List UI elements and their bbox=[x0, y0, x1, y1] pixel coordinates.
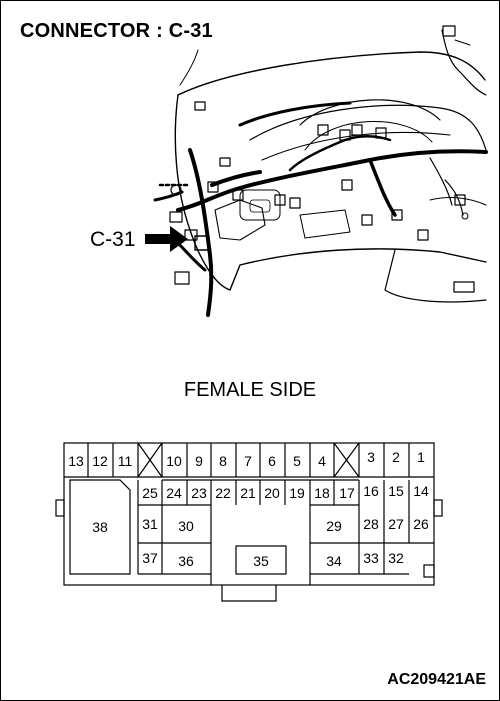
pin-4: 4 bbox=[318, 453, 326, 469]
pin-9: 9 bbox=[195, 453, 203, 469]
connector-face bbox=[55, 442, 443, 602]
female-side-label: FEMALE SIDE bbox=[183, 379, 317, 401]
pin-labels: 13 12 11 10 9 8 7 6 5 4 3 2 1 25 24 23 2… bbox=[68, 449, 429, 569]
pin-30: 30 bbox=[178, 518, 194, 534]
callout-arrow bbox=[145, 226, 188, 252]
pin-32: 32 bbox=[388, 550, 404, 566]
pin-8: 8 bbox=[219, 453, 227, 469]
pin-1: 1 bbox=[417, 449, 425, 465]
pin-33: 33 bbox=[363, 550, 379, 566]
pin-38: 38 bbox=[92, 519, 108, 535]
pin-3: 3 bbox=[367, 449, 375, 465]
figure-id: AC209421AE bbox=[387, 671, 486, 688]
pin-37: 37 bbox=[142, 550, 158, 566]
pin-26: 26 bbox=[413, 516, 429, 532]
pin-11: 11 bbox=[118, 453, 133, 469]
pin-29: 29 bbox=[326, 518, 342, 534]
pin-34: 34 bbox=[326, 553, 342, 569]
pin-2: 2 bbox=[392, 449, 400, 465]
pin-10: 10 bbox=[166, 453, 182, 469]
pin-36: 36 bbox=[178, 553, 194, 569]
pin-31: 31 bbox=[142, 516, 158, 532]
pin-5: 5 bbox=[293, 453, 301, 469]
pin-20: 20 bbox=[264, 485, 280, 501]
page-title: CONNECTOR : C-31 bbox=[20, 20, 213, 42]
pin-14: 14 bbox=[413, 483, 429, 499]
pin-35: 35 bbox=[253, 553, 269, 569]
pin-24: 24 bbox=[166, 485, 182, 501]
pin-22: 22 bbox=[215, 485, 231, 501]
pin-17: 17 bbox=[339, 485, 355, 501]
dashboard-illustration bbox=[153, 25, 488, 317]
pin-13: 13 bbox=[68, 453, 84, 469]
pin-21: 21 bbox=[240, 485, 256, 501]
pin-25: 25 bbox=[142, 485, 158, 501]
pin-15: 15 bbox=[388, 483, 404, 499]
pin-12: 12 bbox=[92, 453, 108, 469]
pin-28: 28 bbox=[363, 516, 379, 532]
pin-7: 7 bbox=[244, 453, 252, 469]
pin-23: 23 bbox=[191, 485, 207, 501]
pin-18: 18 bbox=[314, 485, 330, 501]
pin-27: 27 bbox=[388, 516, 404, 532]
pin-16: 16 bbox=[363, 483, 379, 499]
pin-6: 6 bbox=[268, 453, 276, 469]
pin-19: 19 bbox=[289, 485, 305, 501]
connector-callout-label: C-31 bbox=[90, 228, 136, 251]
